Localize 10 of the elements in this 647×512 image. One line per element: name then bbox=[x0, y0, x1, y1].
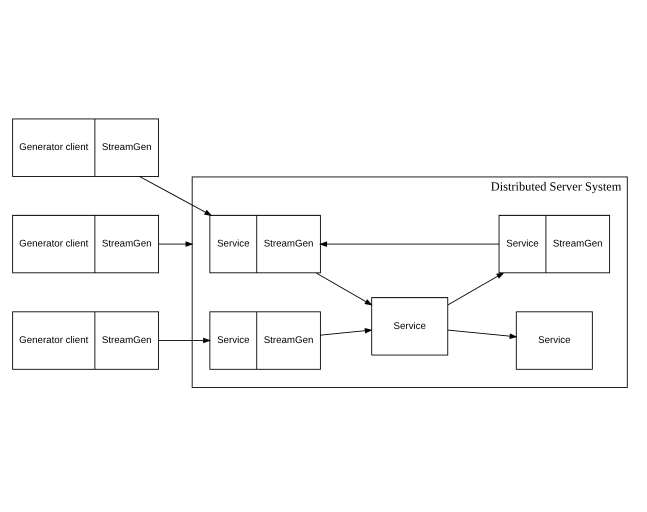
arrow bbox=[158, 240, 194, 246]
arrow bbox=[447, 272, 504, 305]
arrow bbox=[139, 176, 212, 216]
node-box: Service bbox=[516, 310, 593, 370]
arrow bbox=[447, 329, 518, 338]
arrow bbox=[320, 327, 373, 336]
arrow bbox=[319, 240, 500, 246]
arrow bbox=[158, 337, 212, 343]
node-box: Service bbox=[371, 296, 448, 356]
arrow bbox=[316, 272, 373, 306]
